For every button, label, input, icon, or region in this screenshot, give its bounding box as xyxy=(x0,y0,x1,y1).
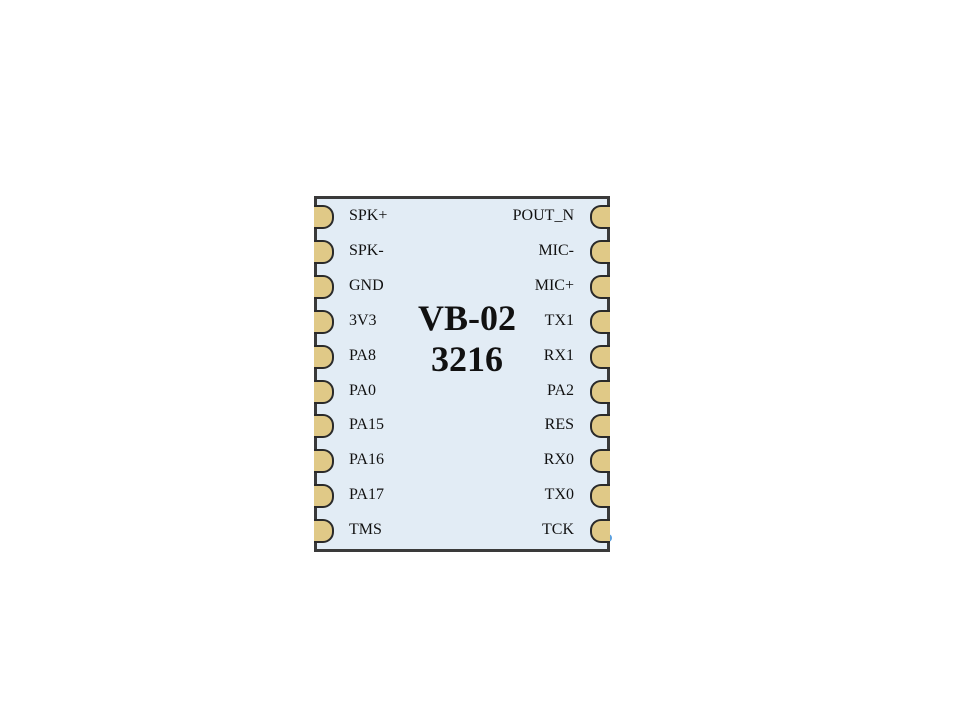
pin-label-right-9: TX0 xyxy=(544,486,574,504)
pin-label-right-5: RX1 xyxy=(543,346,574,364)
pin-pad-right-6 xyxy=(590,379,610,404)
pin-pad-right-7 xyxy=(590,414,610,439)
pin-label-left-7: PA15 xyxy=(349,416,384,434)
pin-label-left-2: SPK- xyxy=(349,241,384,259)
pin-label-left-3: GND xyxy=(349,276,384,294)
pin-label-left-8: PA16 xyxy=(349,451,384,469)
pin-label-right-7: RES xyxy=(544,416,574,434)
pin-pad-left-10 xyxy=(314,519,334,544)
pin-label-right-4: TX1 xyxy=(544,311,574,329)
pin-pad-right-5 xyxy=(590,344,610,369)
pin-pad-left-7 xyxy=(314,414,334,439)
pin-pad-left-9 xyxy=(314,484,334,509)
pin-pad-left-2 xyxy=(314,239,334,264)
pin-pad-right-8 xyxy=(590,449,610,474)
pin-label-left-5: PA8 xyxy=(349,346,376,364)
pin-label-right-3: MIC+ xyxy=(534,276,574,294)
pin-label-right-8: RX0 xyxy=(543,451,574,469)
module-model: 3216 xyxy=(431,339,503,379)
pin-label-right-10: TCK xyxy=(542,521,574,539)
pin-label-left-10: TMS xyxy=(349,521,382,539)
pin-pad-left-5 xyxy=(314,344,334,369)
pin-pad-left-6 xyxy=(314,379,334,404)
pin-label-left-1: SPK+ xyxy=(349,207,388,224)
pin-label-left-6: PA0 xyxy=(349,381,376,399)
pin-pad-right-9 xyxy=(590,484,610,509)
pin-pad-right-1 xyxy=(590,205,610,229)
pin-label-right-6: PA2 xyxy=(547,381,574,399)
module-name: VB-02 xyxy=(418,298,516,338)
pin-pad-right-10 xyxy=(590,519,610,544)
pin-pad-right-2 xyxy=(590,239,610,264)
pin-pad-left-1 xyxy=(314,205,334,229)
pin-label-left-9: PA17 xyxy=(349,486,384,504)
pin-label-right-1: POUT_N xyxy=(512,207,574,224)
pin-pad-left-3 xyxy=(314,274,334,299)
pin-pad-right-4 xyxy=(590,309,610,334)
pin-pad-left-8 xyxy=(314,449,334,474)
pin-label-right-2: MIC- xyxy=(538,241,574,259)
pin-label-left-4: 3V3 xyxy=(349,311,377,329)
pin-pad-left-4 xyxy=(314,309,334,334)
pin-pad-right-3 xyxy=(590,274,610,299)
